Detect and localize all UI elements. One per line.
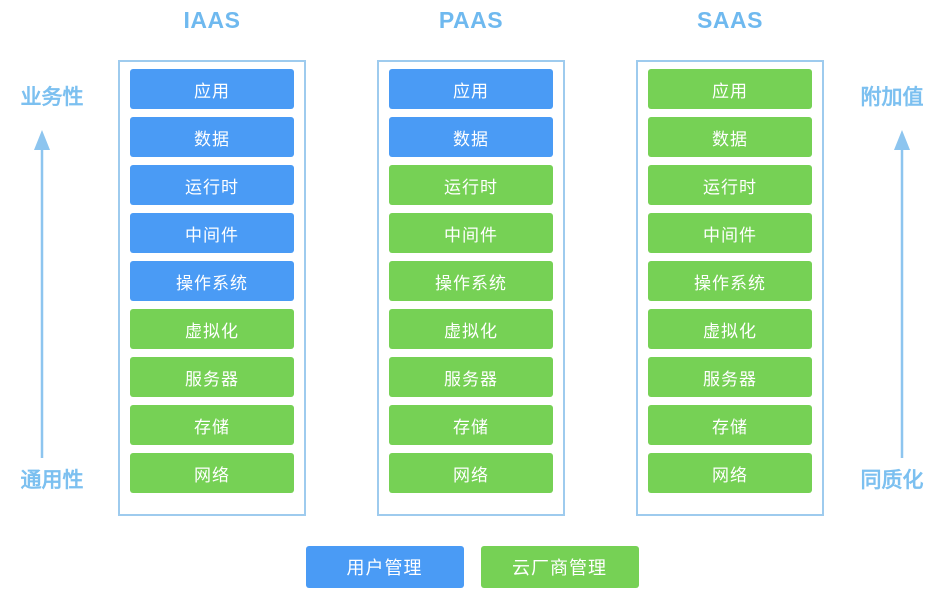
- stack-column-paas: 应用数据运行时中间件操作系统虚拟化服务器存储网络: [377, 60, 565, 516]
- stack-layer: 网络: [389, 453, 553, 493]
- column-title-iaas: IAAS: [183, 7, 241, 33]
- stack-layer: 网络: [130, 453, 294, 493]
- axis-left-bottom-label: 通用性: [20, 469, 84, 492]
- axis-right: 附加值 同质化: [840, 60, 944, 516]
- stack-layer: 应用: [389, 69, 553, 109]
- stack-layer: 应用: [130, 69, 294, 109]
- stack-layer: 操作系统: [389, 261, 553, 301]
- legend-item: 用户管理: [305, 546, 464, 588]
- column-title-saas: SAAS: [697, 7, 763, 33]
- stack-layer: 网络: [648, 453, 812, 493]
- axis-left-arrow-icon: [34, 130, 50, 458]
- stack-layer: 虚拟化: [130, 309, 294, 349]
- stack-layer: 虚拟化: [648, 309, 812, 349]
- stack-column-saas: 应用数据运行时中间件操作系统虚拟化服务器存储网络: [636, 60, 824, 516]
- stack-layer: 操作系统: [648, 261, 812, 301]
- stack-layer: 虚拟化: [389, 309, 553, 349]
- stack-layer: 中间件: [648, 213, 812, 253]
- stack-layer: 服务器: [130, 357, 294, 397]
- column-title-paas: PAAS: [438, 7, 504, 33]
- axis-left-top-label: 业务性: [20, 86, 84, 109]
- stack-layer: 中间件: [389, 213, 553, 253]
- stack-layer: 运行时: [130, 165, 294, 205]
- stack-layer: 操作系统: [130, 261, 294, 301]
- stack-layer: 中间件: [130, 213, 294, 253]
- stack-layer: 数据: [648, 117, 812, 157]
- stack-layer: 运行时: [648, 165, 812, 205]
- stack-layer: 存储: [130, 405, 294, 445]
- stack-layer: 数据: [130, 117, 294, 157]
- legend-item: 云厂商管理: [480, 546, 639, 588]
- stack-layer: 运行时: [389, 165, 553, 205]
- axis-left: 业务性 通用性: [0, 60, 104, 516]
- axis-right-top-label: 附加值: [860, 86, 924, 109]
- axis-right-bottom-label: 同质化: [860, 469, 924, 492]
- stack-layer: 存储: [389, 405, 553, 445]
- stack-layer: 存储: [648, 405, 812, 445]
- stack-layer: 应用: [648, 69, 812, 109]
- stack-layer: 服务器: [389, 357, 553, 397]
- stack-layer: 数据: [389, 117, 553, 157]
- stack-layer: 服务器: [648, 357, 812, 397]
- legend: 用户管理云厂商管理: [0, 546, 944, 588]
- stack-column-iaas: 应用数据运行时中间件操作系统虚拟化服务器存储网络: [118, 60, 306, 516]
- axis-right-arrow-icon: [894, 130, 910, 458]
